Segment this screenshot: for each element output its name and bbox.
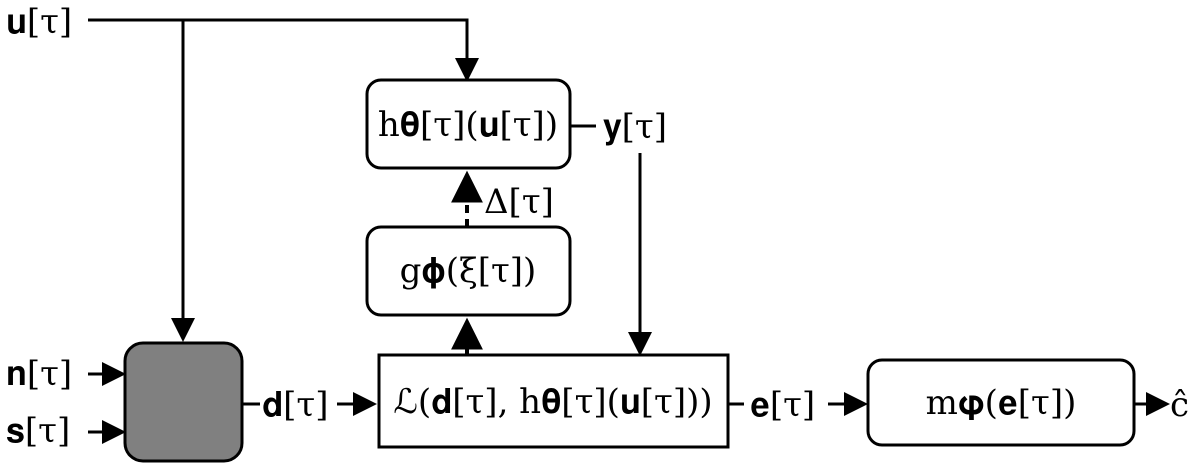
loss-block [377, 353, 730, 449]
input-u-label: 𝐮[τ] [6, 2, 72, 42]
d-signal-label: 𝐝[τ] [262, 385, 328, 425]
loss-label: ℒ(𝐝[τ], h𝛉[τ](𝐮[τ])) [393, 382, 712, 422]
y-signal-label: 𝐲[τ] [603, 107, 667, 147]
input-s-label: 𝐬[τ] [6, 411, 70, 451]
h-model-label: h𝛉[τ](𝐮[τ]) [378, 105, 558, 145]
input-n-label: 𝐧[τ] [6, 354, 72, 394]
g-model-label: g𝛟(ξ[τ]) [400, 251, 537, 291]
h-model-block [365, 78, 572, 170]
c-hat-output-label: ĉ [1170, 385, 1189, 425]
u-to-h-connector [88, 18, 479, 82]
m-model-label: m𝛗(𝐞[τ]) [926, 383, 1077, 423]
delta-signal-label: Δ[τ] [484, 182, 554, 222]
plant-block [123, 341, 244, 463]
e-signal-label: 𝐞[τ] [750, 385, 815, 425]
